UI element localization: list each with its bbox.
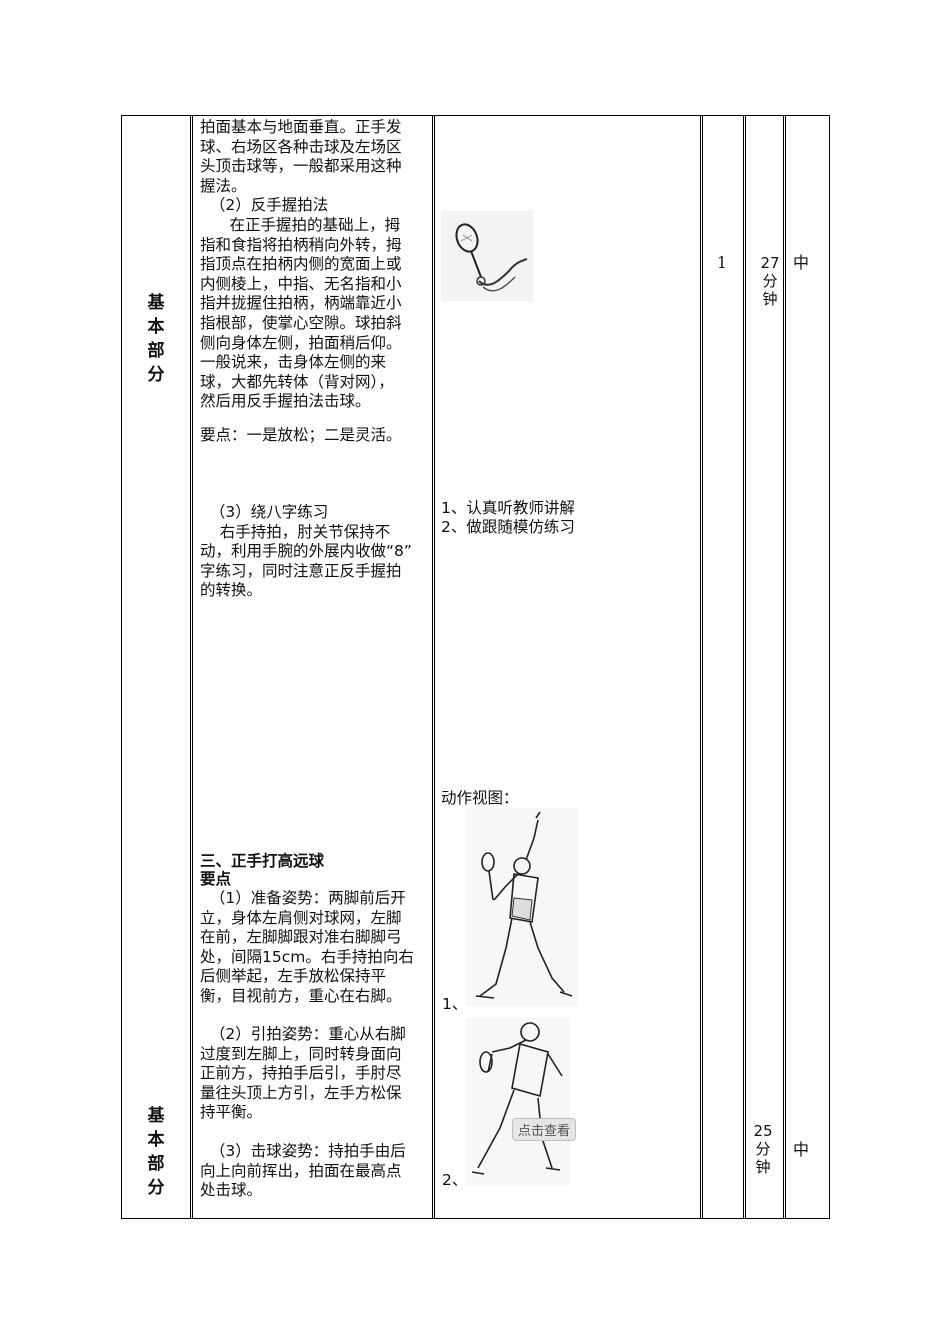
text-line: 向上向前挥出，拍面在最高点 — [200, 1161, 402, 1180]
text-line: 握法。 — [200, 176, 247, 195]
view-tooltip-button[interactable]: 点击查看 — [512, 1118, 577, 1141]
action-view-label: 动作视图： — [441, 789, 519, 807]
table-bottom-border — [121, 1218, 830, 1219]
text-line: 一般说来，击身体左侧的来 — [200, 353, 387, 372]
intensity-bottom: 中 — [793, 1140, 810, 1159]
col-divider-2b — [434, 115, 435, 1219]
text-line: 处，间隔15cm。右手持拍向右 — [200, 947, 414, 966]
duration-part: 钟 — [755, 1158, 771, 1176]
duration-part: 分 — [755, 1140, 771, 1158]
section3-subtitle: 要点 — [200, 870, 232, 888]
text-line: （1）准备姿势：两脚前后开 — [200, 889, 406, 907]
text-line: 在前，左脚脚跟对准右脚脚弓 — [200, 928, 402, 947]
text-line: （3）击球姿势：持拍手由后 — [200, 1142, 406, 1160]
text-line: 指和食指将拍柄稍向外转，拇 — [200, 235, 402, 254]
intensity-top: 中 — [793, 253, 810, 272]
text-line: 量往头顶上方引，左手方松保 — [200, 1083, 402, 1102]
text-line: 正前方，持拍手后引，手肘尽 — [200, 1064, 402, 1083]
section-label-char: 本 — [147, 1130, 165, 1150]
duration-part: 钟 — [762, 290, 778, 308]
duration-part: 分 — [762, 272, 778, 290]
section-label-bottom: 基本部分 — [146, 1104, 166, 1200]
col-divider-4b — [745, 115, 746, 1219]
text-line: 右手持拍，肘关节保持不 — [200, 522, 391, 541]
text-line: （3）绕八字练习 — [200, 503, 329, 521]
text-line: 内侧棱上，中指、无名指和小 — [200, 274, 402, 293]
grip-text-block: 拍面基本与地面垂直。正手发球、右场区各种击球及左场区头顶击球等，一般都采用这种握… — [200, 118, 402, 412]
text-line: 指顶点在拍柄内侧的宽面上或 — [200, 255, 402, 274]
section3-title: 三、正手打高远球 — [200, 852, 325, 870]
text-line: 处击球。 — [200, 1181, 263, 1200]
student-activity-2: 2、做跟随模仿练习 — [441, 518, 575, 536]
text-line: 头顶击球等，一般都采用这种 — [200, 157, 402, 176]
ready-stance-text: （1）准备姿势：两脚前后开立，身体左肩侧对球网，左脚在前，左脚脚跟对准右脚脚弓处… — [200, 889, 414, 1007]
section-label-char: 分 — [147, 1178, 165, 1198]
section-label-char: 分 — [147, 365, 165, 385]
backhand-grip-illustration — [441, 211, 533, 301]
figure-1-label: 1、 — [442, 995, 468, 1013]
student-activity-1: 1、认真听教师讲解 — [441, 499, 575, 517]
table-border-right — [829, 115, 830, 1219]
hitting-text: （3）击球姿势：持拍手由后向上向前挥出，拍面在最高点处击球。 — [200, 1142, 406, 1201]
col-divider-3b — [702, 115, 703, 1219]
text-line: 字练习，同时注意正反手握拍 — [200, 561, 402, 580]
section-label-char: 部 — [147, 341, 165, 361]
section-label-top: 基本部分 — [146, 291, 166, 387]
col-divider-3 — [700, 115, 701, 1219]
text-line: 球、右场区各种击球及左场区 — [200, 137, 402, 156]
col-divider-1b — [192, 115, 193, 1219]
repetition-count: 1 — [717, 254, 727, 272]
text-line: 后侧举起，左手放松保持平 — [200, 967, 387, 986]
col-divider-1 — [190, 115, 191, 1219]
text-line: 球，大都先转体（背对网）， — [200, 372, 394, 391]
key-points: 要点：一是放松；二是灵活。 — [200, 426, 402, 444]
table-border-left — [121, 115, 122, 1219]
text-line: 动，利用手腕的外展内收做“8” — [200, 542, 412, 561]
text-line: 在正手握拍的基础上，拇 — [200, 215, 401, 234]
text-line: （2）反手握拍法 — [200, 196, 329, 215]
clear-shot-figure-2 — [466, 1018, 570, 1186]
col-divider-5b — [785, 115, 786, 1219]
clear-shot-figure-1 — [466, 808, 578, 1006]
text-line: （2）引拍姿势：重心从右脚 — [200, 1025, 406, 1043]
text-line: 衡，目视前方，重心在右脚。 — [200, 986, 402, 1005]
text-line: 过度到左脚上，同时转身面向 — [200, 1044, 402, 1063]
col-divider-2 — [432, 115, 433, 1219]
text-line: 然后用反手握拍法击球。 — [200, 392, 371, 411]
text-line: 持平衡。 — [200, 1103, 263, 1122]
text-line: 的转换。 — [200, 581, 263, 600]
section-label-char: 本 — [147, 317, 165, 337]
section-label-char: 基 — [147, 293, 165, 313]
duration-part: 25 — [753, 1122, 773, 1140]
figure-2-label: 2、 — [442, 1171, 468, 1189]
table-top-border — [121, 115, 830, 116]
text-line: 指并拢握住拍柄，柄端靠近小 — [200, 294, 402, 313]
col-divider-5 — [783, 115, 784, 1219]
text-line: 侧向身体左侧，拍面稍后仰。 — [200, 333, 402, 352]
text-line: 拍面基本与地面垂直。正手发 — [200, 118, 402, 136]
section-label-char: 基 — [147, 1106, 165, 1126]
duration-part: 27 — [760, 254, 780, 272]
figure-eight-text-block: （3）绕八字练习 右手持拍，肘关节保持不动，利用手腕的外展内收做“8”字练习，同… — [200, 503, 412, 601]
text-line: 指根部，使掌心空隙。球拍斜 — [200, 313, 402, 332]
backswing-text: （2）引拍姿势：重心从右脚过度到左脚上，同时转身面向正前方，持拍手后引，手肘尽量… — [200, 1025, 406, 1123]
section-label-char: 部 — [147, 1154, 165, 1174]
text-line: 立，身体左肩侧对球网，左脚 — [200, 908, 402, 927]
col-divider-4 — [743, 115, 744, 1219]
